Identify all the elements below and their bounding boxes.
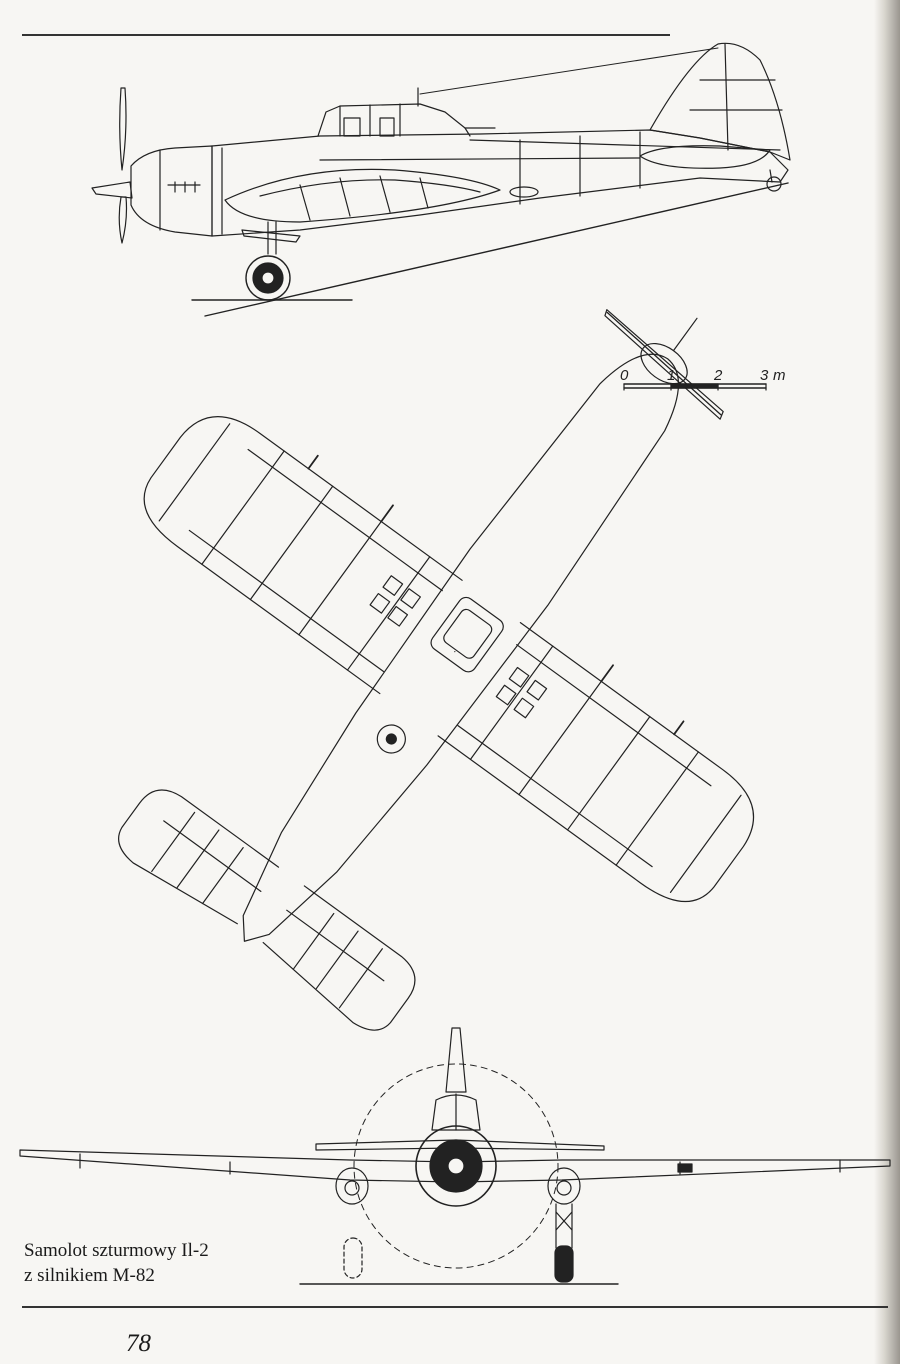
figure-caption: Samolot szturmowy Il-2 z silnikiem M-82 xyxy=(24,1238,209,1288)
scale-tick-2: 2 xyxy=(713,367,723,384)
caption-line-1: Samolot szturmowy Il-2 xyxy=(24,1240,209,1261)
scale-unit: m xyxy=(773,367,786,384)
scale-tick-3: 3 xyxy=(760,367,769,384)
bottom-rule xyxy=(22,1306,888,1308)
page-number: 78 xyxy=(126,1330,151,1357)
front-view xyxy=(20,1028,890,1284)
scale-tick-1: 1 xyxy=(667,367,675,384)
plan-view xyxy=(0,114,900,1148)
top-rule xyxy=(22,34,670,36)
side-view xyxy=(92,43,790,316)
scale-labels: 0 1 2 3 m xyxy=(620,367,786,384)
page-edge-shadow xyxy=(874,0,900,1364)
scale-tick-0: 0 xyxy=(620,367,629,384)
caption-line-2: z silnikiem M-82 xyxy=(24,1265,155,1286)
